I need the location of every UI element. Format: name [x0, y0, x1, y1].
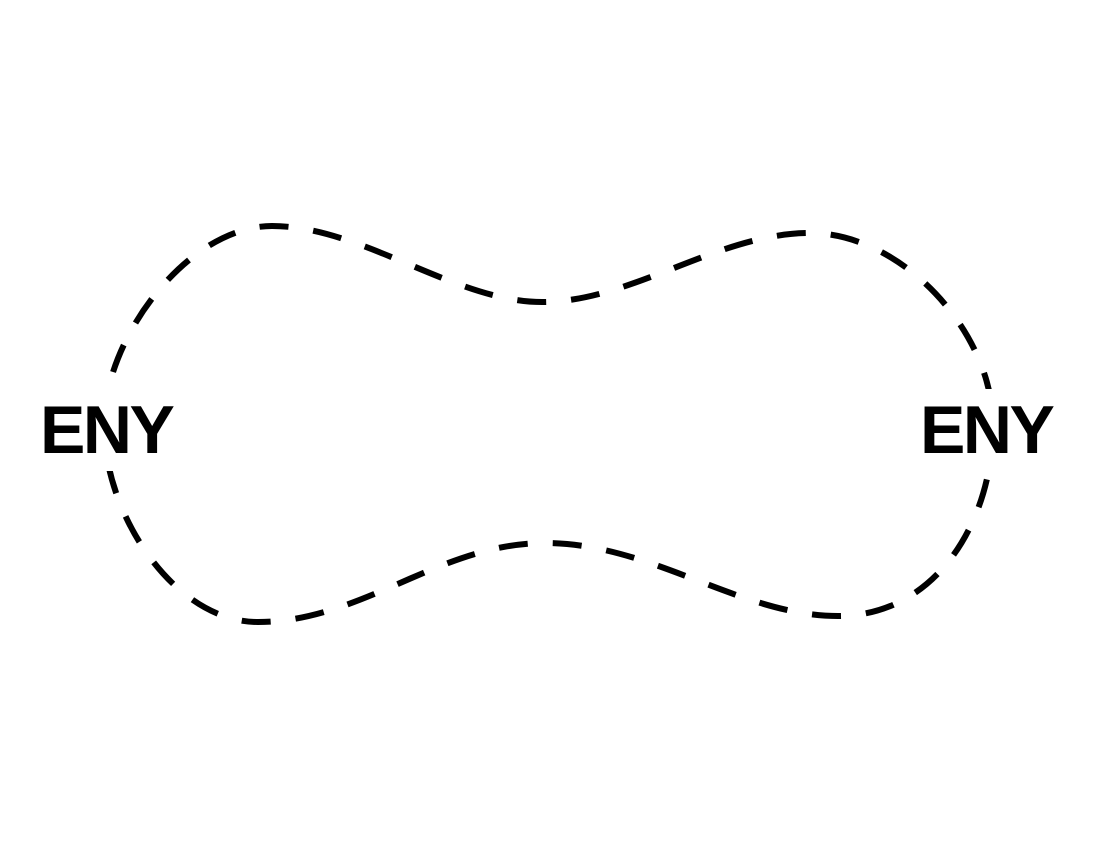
region-label-right: ENY — [914, 389, 1059, 471]
region-label-left: ENY — [34, 389, 179, 471]
dashed-boundary-path — [101, 223, 996, 625]
